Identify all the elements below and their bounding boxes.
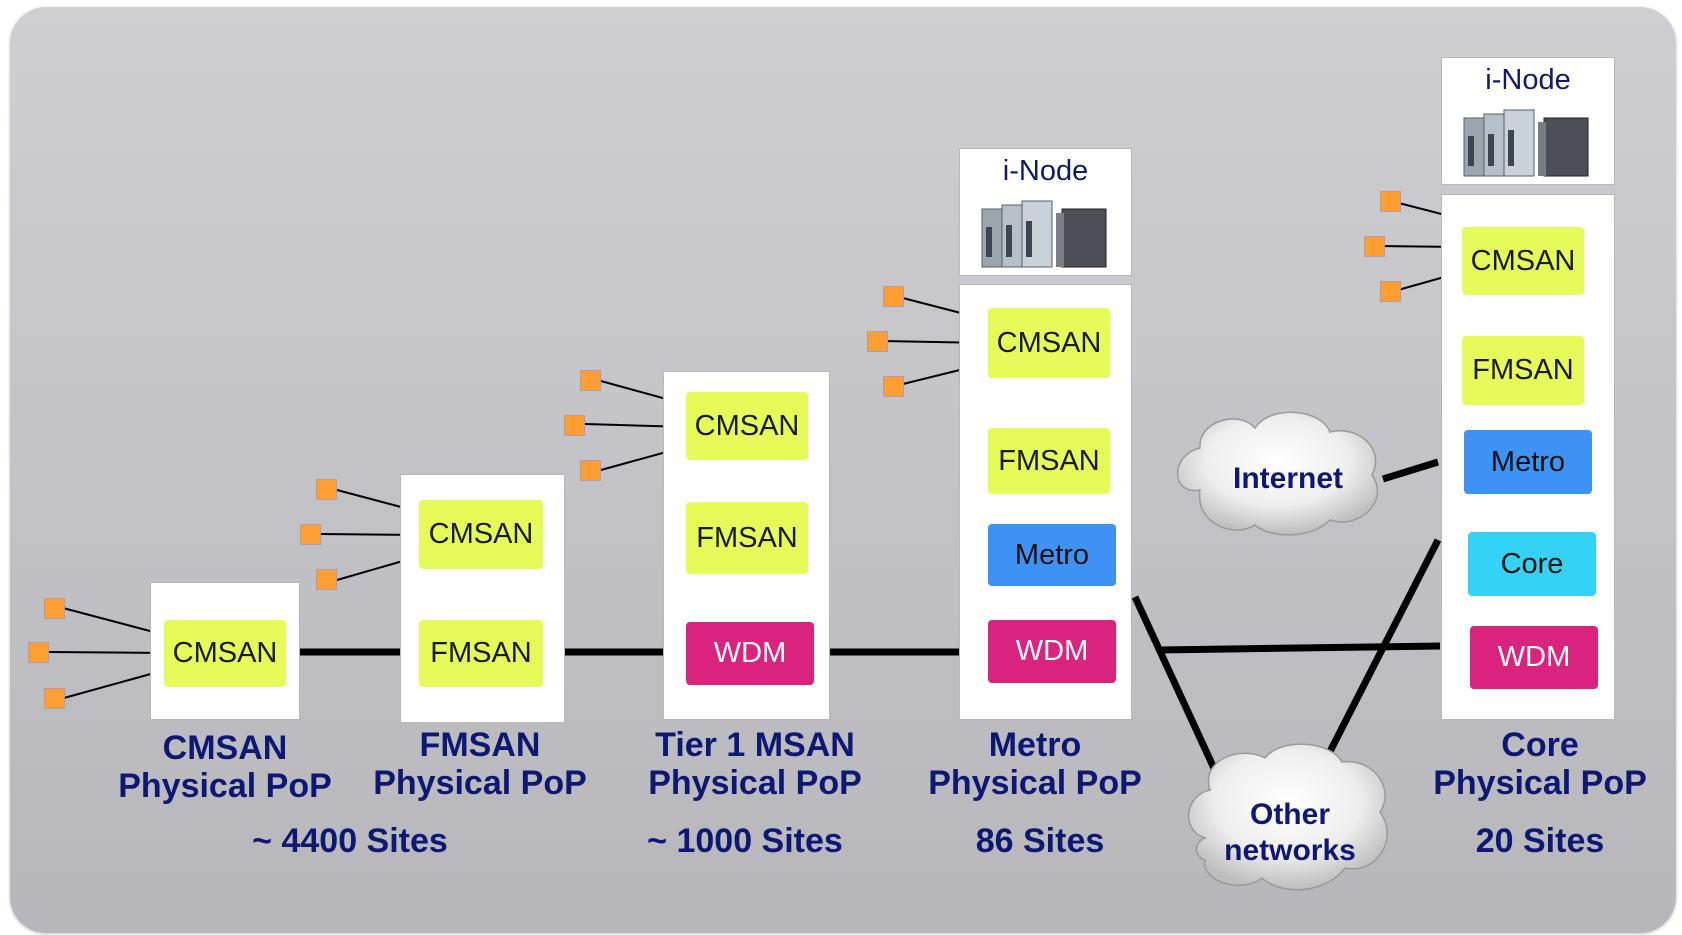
site-count-metro: 86 Sites xyxy=(975,822,1105,860)
backbone-link xyxy=(1159,642,1441,654)
customer-site-icon xyxy=(44,688,65,709)
customer-site-icon xyxy=(580,370,601,391)
wdm-node: WDM xyxy=(988,620,1116,683)
customer-site-icon xyxy=(883,376,904,397)
internet-label: Internet xyxy=(1232,462,1343,495)
metro-node: Metro xyxy=(988,524,1116,586)
customer-site-icon xyxy=(28,642,49,663)
customer-site-icon xyxy=(316,479,337,500)
server-rack-icon xyxy=(1463,109,1589,177)
pop-label-tier1: Tier 1 MSAN Physical PoP xyxy=(648,726,862,802)
customer-site-icon xyxy=(867,331,888,352)
site-count-core: 20 Sites xyxy=(1475,822,1605,860)
cmsan-node: CMSAN xyxy=(988,308,1110,378)
fmsan-node: FMSAN xyxy=(686,502,808,574)
cmsan-node: CMSAN xyxy=(1462,227,1584,295)
site-count-cmsan: ~ 4400 Sites xyxy=(252,822,448,860)
cmsan-node: CMSAN xyxy=(686,392,808,460)
site-count-tier1: ~ 1000 Sites xyxy=(647,822,843,860)
pop-label-cmsan: CMSAN Physical PoP xyxy=(118,729,332,805)
pop-label-core: Core Physical PoP xyxy=(1433,726,1647,802)
backbone-link xyxy=(1314,538,1442,777)
customer-site-icon xyxy=(1364,236,1385,257)
other-networks-cloud xyxy=(1188,743,1388,891)
customer-site-icon xyxy=(580,460,601,481)
fmsan-node: FMSAN xyxy=(988,428,1110,494)
cmsan-node: CMSAN xyxy=(164,620,286,687)
customer-site-icon xyxy=(300,524,321,545)
customer-site-icon xyxy=(883,286,904,307)
customer-site-icon xyxy=(1380,191,1401,212)
metro-node: Metro xyxy=(1464,430,1592,494)
wdm-node: WDM xyxy=(686,622,814,685)
wdm-node: WDM xyxy=(1470,626,1598,689)
customer-site-icon xyxy=(44,598,65,619)
inode-label: i-Node xyxy=(1485,64,1571,96)
core-node: Core xyxy=(1468,532,1596,596)
other-networks-label: Other networks xyxy=(1224,798,1356,867)
core-inode-box: i-Node xyxy=(1441,57,1615,185)
internet-cloud xyxy=(1176,411,1379,536)
server-rack-icon xyxy=(981,200,1107,268)
inode-label: i-Node xyxy=(1002,155,1089,187)
pop-label-metro: Metro Physical PoP xyxy=(928,726,1142,802)
backbone-link xyxy=(1381,458,1440,483)
customer-site-icon xyxy=(564,415,585,436)
pop-label-fmsan: FMSAN Physical PoP xyxy=(373,726,587,802)
fmsan-node: FMSAN xyxy=(1462,336,1584,405)
customer-site-icon xyxy=(1380,281,1401,302)
metro-inode-box: i-Node xyxy=(959,148,1132,276)
diagram-background xyxy=(10,7,1676,933)
cmsan-node: CMSAN xyxy=(419,500,543,569)
fmsan-node: FMSAN xyxy=(419,620,543,687)
customer-site-icon xyxy=(316,569,337,590)
